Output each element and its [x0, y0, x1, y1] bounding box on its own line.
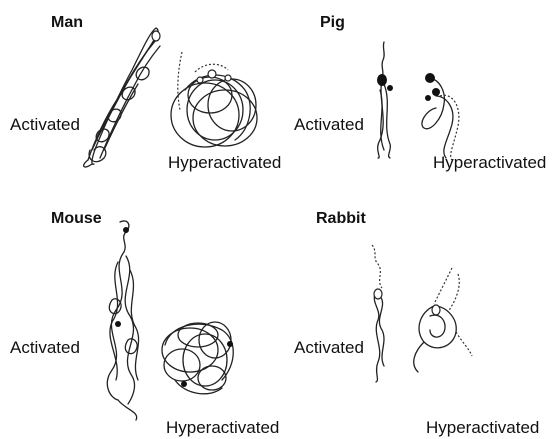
rabbit-hyperactivated-trace [414, 268, 472, 372]
man-hyperactivated-trace [171, 52, 257, 147]
pig-hyperactivated-label: Hyperactivated [433, 153, 546, 173]
rabbit-activated-trace [372, 245, 384, 382]
pig-hyperactivated-trace [422, 73, 459, 160]
mouse-hyperactivated-trace [162, 322, 233, 394]
panel-title-mouse: Mouse [51, 210, 102, 228]
panel-title-pig: Pig [320, 14, 345, 32]
mouse-activated-label: Activated [10, 338, 80, 358]
mouse-activated-trace [107, 221, 138, 420]
man-hyperactivated-label: Hyperactivated [168, 153, 281, 173]
man-activated-trace [84, 28, 160, 167]
pig-activated-label: Activated [294, 115, 364, 135]
mouse-hyperactivated-label: Hyperactivated [166, 418, 279, 438]
panel-title-man: Man [51, 14, 83, 32]
rabbit-activated-label: Activated [294, 338, 364, 358]
rabbit-hyperactivated-label: Hyperactivated [426, 418, 539, 438]
pig-activated-trace [377, 42, 393, 158]
man-activated-label: Activated [10, 115, 80, 135]
panel-title-rabbit: Rabbit [316, 210, 366, 228]
